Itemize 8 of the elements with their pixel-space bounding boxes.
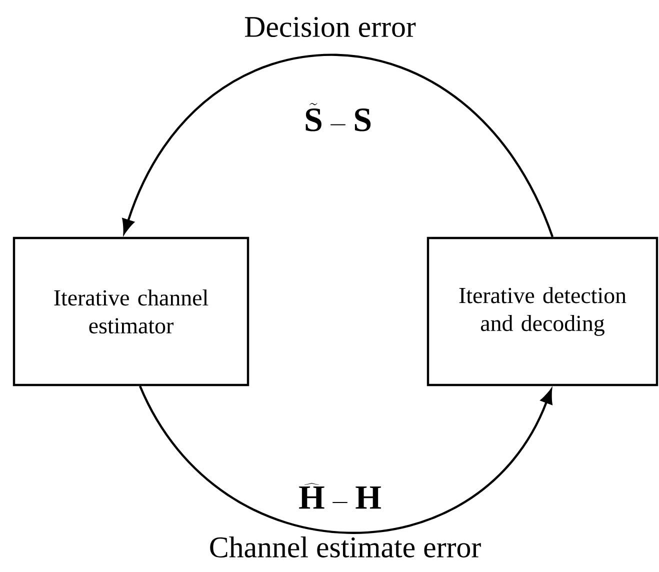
process-box: Iterative channel estimator (12, 236, 250, 386)
edge-label: $\tilde{\mathbf{S}}-\mathbf{S}$ (306, 102, 371, 132)
caption-text: Decision error (244, 16, 416, 38)
caption-text: Channel estimate error (210, 536, 481, 558)
process-box: Iterative detection and decoding (426, 236, 658, 386)
arrow (139, 386, 552, 534)
arrow (122, 54, 554, 238)
edge-label: $\widehat{\mathbf{H}}-\mathbf{H}$ (299, 483, 381, 509)
